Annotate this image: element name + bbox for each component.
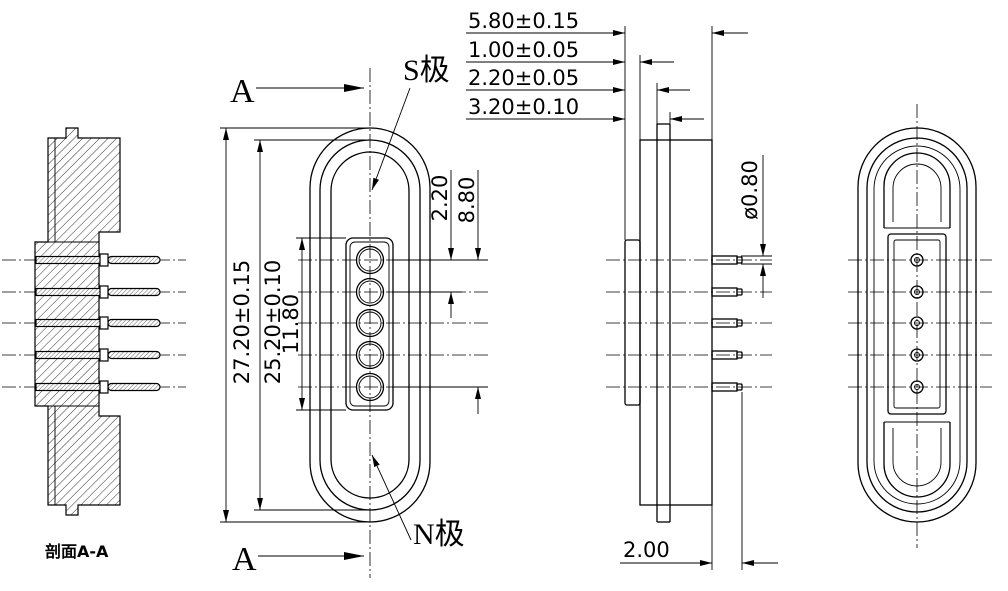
depth-2-label: 2.20±0.05 [468,66,579,90]
pin-tail [910,316,924,330]
overall-depth-label: 5.80±0.15 [468,9,579,33]
pin-collar [99,316,109,330]
pin-body-embedded [35,318,103,328]
outer-outline [309,127,431,523]
pin-contact-inner [358,280,382,304]
pin-diameter-label: ø0.80 [738,160,762,220]
upper-pocket-inner [892,163,942,222]
pin-tail-inner [914,352,920,358]
pin-tail-inner [914,257,920,263]
section-view-label: 剖面A-A [45,542,109,561]
front-pins [298,245,490,402]
inner-outline [873,145,961,505]
section-mark-top: A [230,73,255,110]
inner-outline [330,151,410,499]
south-pole-label: S极 [403,54,450,87]
pin-contact [355,308,385,338]
pin-tail [910,253,924,267]
pin-plate-inner [893,239,941,409]
pin-tip [736,319,743,327]
pin-tail-inner [914,320,920,326]
pin-contact [355,277,385,307]
outer-outline [857,127,977,523]
pin-block-length-label: 11.80 [279,294,303,354]
pin-collar [99,253,109,267]
pin-tip [736,383,743,391]
pin-body [107,255,161,265]
back-pins [848,253,992,394]
section-mark-bottom: A [232,541,257,578]
pin-contact-inner [358,343,382,367]
pin-contact-inner [358,248,382,272]
pin-collar [99,348,109,362]
middle-outline [866,137,968,513]
back-view [848,104,992,548]
pin-collar [99,285,109,299]
pin-pitch-label: 2.20 [428,175,452,222]
north-pole-leader [371,454,412,541]
pin-span-label: 8.80 [455,177,479,224]
pin-body [107,350,161,360]
pin-plate [887,233,947,415]
pin-body [107,318,161,328]
pin-body-embedded [35,287,103,297]
pin-tip [736,256,743,264]
lower-pocket-inner [892,428,942,487]
lower-pocket [883,422,951,498]
pin-contact [355,245,385,275]
pin-body-embedded [35,382,103,392]
pin-block [345,237,394,411]
housing-body [639,139,713,506]
pin-tip [736,351,743,359]
pin-body [107,382,161,392]
pin-holder [624,239,641,406]
pin-collar [99,380,109,394]
pin-block-inner [349,241,390,407]
middle-outline [319,139,421,511]
pin-tail-inner [914,289,920,295]
cross-section-pins [2,253,186,394]
south-pole-leader [371,87,411,191]
side-pins [606,255,772,392]
pin-body [107,287,161,297]
pin-protrusion-label: 2.00 [623,538,670,562]
upper-pocket [883,152,951,228]
overall-length-label: 27.20±0.15 [230,260,254,384]
pin-contact [355,372,385,402]
inner-length-label: 25.20±0.10 [261,260,285,384]
front-view: A A S极 N极 27.20±0.15 25.20±0.10 11.80 [220,54,490,578]
cross-section-view: 剖面A-A [2,127,186,561]
pin-contact [355,340,385,370]
pin-body-embedded [35,255,103,265]
pin-tip [736,288,743,296]
pin-contact-inner [358,375,382,399]
pin-tail [910,285,924,299]
pin-tail [910,380,924,394]
side-view: 5.80±0.15 1.00±0.05 2.20±0.05 3.20±0.10 … [466,9,778,570]
depth-1-label: 1.00±0.05 [468,38,579,62]
depth-3-label: 3.20±0.10 [468,95,579,119]
pin-tail [910,348,924,362]
north-pole-label: N极 [413,518,465,551]
pin-tail-inner [914,384,920,390]
pin-contact-inner [358,311,382,335]
pin-body-embedded [35,350,103,360]
